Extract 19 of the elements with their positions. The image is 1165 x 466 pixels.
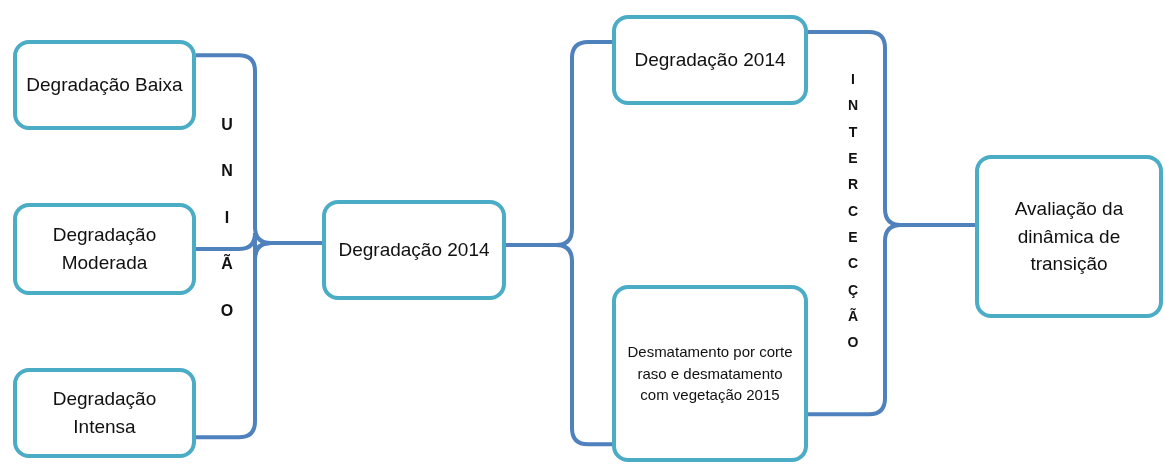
process-box bbox=[322, 200, 506, 300]
box-text: Desmatamento por corte raso e desmatamento com vegetação 2015 bbox=[626, 341, 794, 406]
box-text: Degradação 2014 bbox=[338, 238, 490, 263]
process-box bbox=[612, 285, 808, 462]
vertical-label: INTERCECÇÃO bbox=[846, 70, 860, 353]
vertical-label: UNIÃO bbox=[219, 115, 235, 321]
process-box bbox=[13, 203, 196, 295]
brace-connector bbox=[196, 241, 322, 440]
brace-connector bbox=[506, 243, 612, 447]
process-box bbox=[13, 40, 196, 130]
box-text: Degradação Intensa bbox=[51, 387, 158, 439]
process-box bbox=[612, 15, 808, 105]
box-text: Avaliação da dinâmica de transição bbox=[1013, 197, 1125, 277]
brace-connector bbox=[808, 223, 975, 417]
box-text: Degradação 2014 bbox=[634, 48, 786, 73]
process-box bbox=[13, 368, 196, 458]
process-box bbox=[975, 155, 1163, 318]
box-text: Degradação Baixa bbox=[26, 73, 183, 98]
box-text: Degradação Moderada bbox=[51, 223, 158, 275]
